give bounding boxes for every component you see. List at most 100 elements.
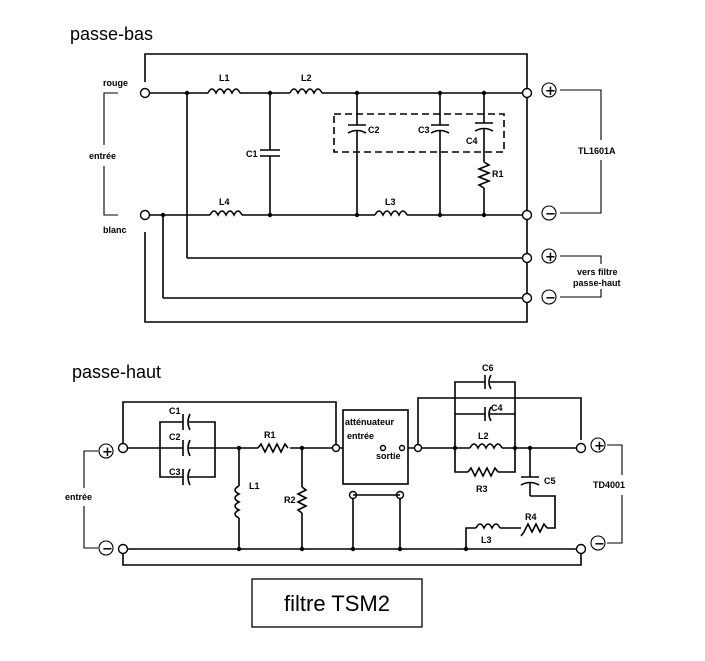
hp-label-entree: entrée	[65, 492, 92, 502]
hp-output-terminal	[575, 442, 587, 454]
lp-label-C1: C1	[246, 149, 258, 159]
lp-label-entree: entrée	[89, 151, 116, 161]
hp-label-R3: R3	[476, 484, 488, 494]
hp-input-bracket-bottom	[83, 506, 98, 549]
hp-junction	[527, 445, 533, 451]
lp-junction	[160, 212, 166, 218]
hp-junction	[236, 546, 242, 552]
hp-C6-wire-right	[490, 381, 516, 448]
hp-C6-wire-left	[454, 381, 485, 448]
lp-input-terminal-bottom	[139, 209, 151, 221]
hp-plus-sign: +	[594, 439, 605, 454]
hp-C3-plate-2	[187, 468, 191, 486]
lp-junction	[267, 212, 273, 218]
lp-output-terminal	[521, 252, 533, 264]
lp-label-L4: L4	[219, 197, 230, 207]
hp-junction	[397, 546, 403, 552]
lp-L2-coil	[289, 88, 323, 95]
hp-enclosure-right-top	[417, 397, 582, 448]
lp-highpass-bracket-top	[560, 255, 602, 264]
lp-plus-sign: +	[545, 84, 556, 99]
hp-C3-wire-left	[159, 448, 183, 478]
lp-input-terminal-top	[139, 87, 151, 99]
hp-C3-wire-right	[189, 448, 216, 478]
hp-enclosure-bottom	[122, 549, 582, 566]
lp-label-passe-haut: passe-haut	[573, 278, 621, 288]
lp-label-vers-filtre: vers filtre	[577, 267, 618, 277]
section-title-low-pass: passe-bas	[70, 24, 153, 44]
hp-R4-resistor	[520, 522, 548, 537]
hp-C6-plate-2	[488, 374, 492, 390]
lp-C2-plate-2	[347, 129, 367, 134]
lp-plus-symbol	[541, 82, 557, 98]
hp-speaker-bracket-top	[607, 444, 623, 475]
hp-attenuator-out-pin	[398, 444, 406, 452]
title-box	[251, 578, 423, 628]
hp-plus-symbol	[98, 443, 114, 459]
hp-L2-gap	[470, 440, 502, 450]
lp-optional-capacitor-box	[333, 113, 505, 153]
lp-output-terminal	[521, 87, 533, 99]
hp-label-C6: C6	[482, 363, 494, 373]
lp-L4-coil	[209, 210, 243, 217]
hp-R4-wire-right	[530, 495, 556, 529]
hp-label-R4: R4	[525, 512, 537, 522]
lp-minus-sign: −	[545, 291, 556, 306]
lp-label-L3: L3	[385, 197, 396, 207]
lp-label-speaker: TL1601A	[578, 146, 616, 156]
lp-label-L1: L1	[219, 73, 230, 83]
lp-speaker-bracket-bottom	[560, 160, 602, 214]
hp-R3-resistor	[467, 466, 499, 478]
hp-label-L1: L1	[249, 481, 260, 491]
hp-R3-wire-right	[498, 448, 516, 473]
hp-plus-symbol	[590, 437, 606, 453]
hp-junction	[452, 445, 458, 451]
lp-plus-symbol	[541, 248, 557, 264]
hp-speaker-bracket-bottom	[607, 495, 623, 544]
hp-output-terminal	[575, 543, 587, 555]
lp-label-L2: L2	[301, 73, 312, 83]
hp-minus-sign: −	[102, 542, 113, 557]
hp-C1-plate-2	[187, 413, 191, 431]
lp-R1-resistor	[476, 161, 492, 189]
lp-speaker-bracket-top	[560, 89, 602, 140]
hp-attenuator-terminal	[331, 443, 341, 453]
hp-C5-plate-2	[520, 481, 540, 486]
lp-C3-plate-2	[430, 129, 450, 134]
lp-highpass-bracket-bottom	[560, 289, 602, 298]
hp-R1-resistor	[257, 442, 289, 454]
hp-label-C4: C4	[491, 403, 503, 413]
hp-minus-sign: −	[594, 537, 605, 552]
lp-label-blanc: blanc	[103, 225, 127, 235]
lp-plus-sign: +	[545, 250, 556, 265]
hp-attenuator-terminal	[413, 443, 423, 453]
hp-junction	[512, 445, 518, 451]
hp-L2-coil	[469, 443, 503, 450]
hp-junction	[299, 546, 305, 552]
lp-enclosure-top	[144, 53, 528, 82]
hp-attenuator-box	[342, 409, 409, 485]
lp-junction	[481, 90, 487, 96]
hp-junction	[350, 546, 356, 552]
lp-junction	[437, 212, 443, 218]
lp-output-terminal	[521, 292, 533, 304]
hp-L1-coil	[234, 485, 241, 519]
hp-C2-plate-2	[187, 439, 191, 457]
lp-input-bracket-top	[103, 92, 118, 145]
hp-label-C5: C5	[544, 476, 556, 486]
hp-attenuator-in-pin	[379, 444, 387, 452]
hp-C1-wire-right	[189, 421, 216, 448]
hp-junction	[236, 445, 242, 451]
lp-L3-coil	[374, 210, 408, 217]
hp-enclosure-left-top	[122, 401, 337, 448]
section-title-high-pass: passe-haut	[72, 362, 161, 382]
lp-junction	[184, 90, 190, 96]
hp-junction	[463, 546, 469, 552]
hp-R2-resistor	[296, 486, 308, 514]
lp-output-terminal	[521, 209, 533, 221]
hp-attenuator-out-label: sortie	[376, 451, 401, 461]
hp-label-R2: R2	[284, 495, 296, 505]
lp-junction	[354, 90, 360, 96]
lp-label-rouge: rouge	[103, 78, 128, 88]
hp-L3-wire-left	[465, 527, 476, 549]
